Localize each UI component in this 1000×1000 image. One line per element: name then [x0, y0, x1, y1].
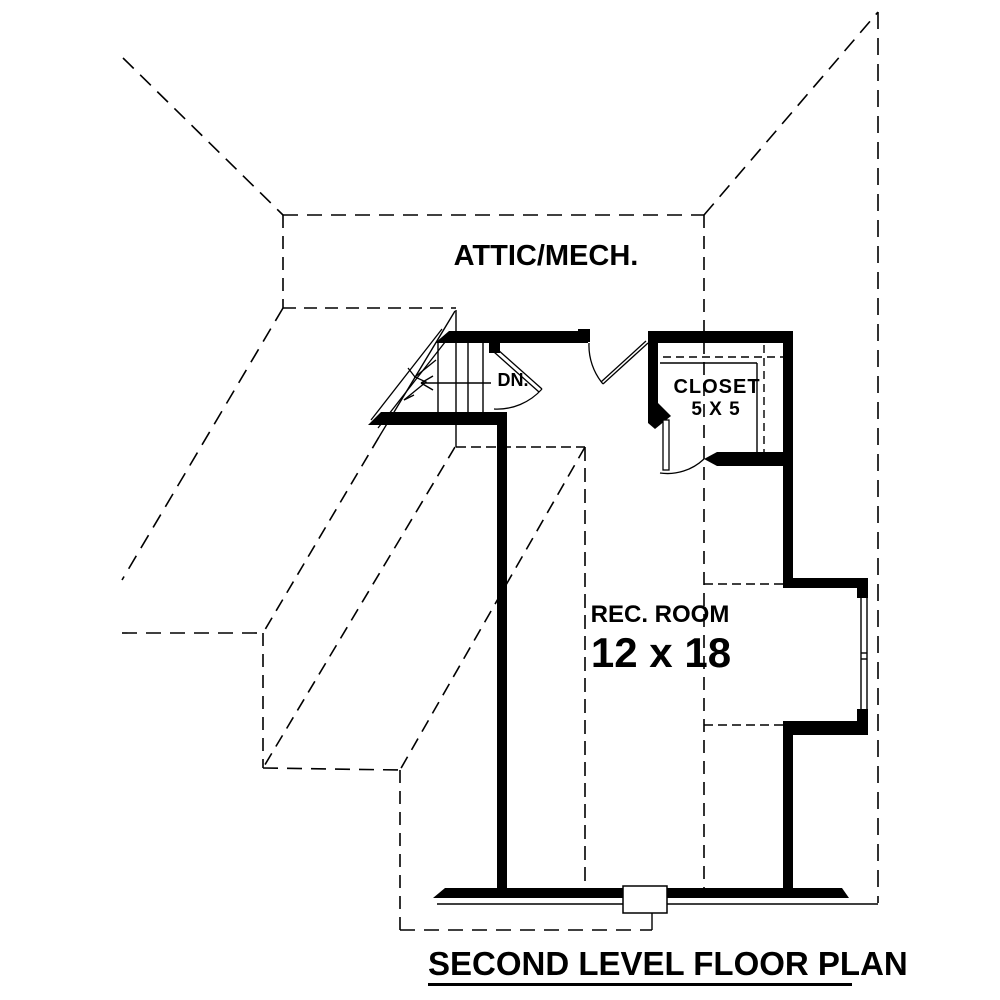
- stair-door-jamb: [489, 342, 500, 353]
- closet-shelf-dashed-lines: [650, 345, 783, 452]
- title-underline: [428, 983, 852, 986]
- roof-outline-dashed: [121, 11, 879, 931]
- stair-direction-label: DN.: [497, 370, 529, 390]
- rec-room-label: REC. ROOM: [590, 601, 730, 628]
- rec-room-dimensions: 12 x 18: [590, 629, 732, 676]
- hall-door-jamb: [578, 329, 590, 342]
- chimney: [622, 885, 668, 914]
- closet-room-label: CLOSET: [673, 376, 761, 398]
- closet-door: [659, 419, 705, 475]
- walls: [368, 329, 868, 898]
- stair-door: [493, 348, 543, 410]
- hall-door: [588, 340, 649, 385]
- stair-treads: [437, 343, 484, 412]
- attic-room-label: ATTIC/MECH.: [453, 240, 639, 272]
- page-title: SECOND LEVEL FLOOR PLAN: [428, 945, 908, 982]
- window: [857, 588, 868, 722]
- closet-dimensions: 5 X 5: [691, 399, 741, 420]
